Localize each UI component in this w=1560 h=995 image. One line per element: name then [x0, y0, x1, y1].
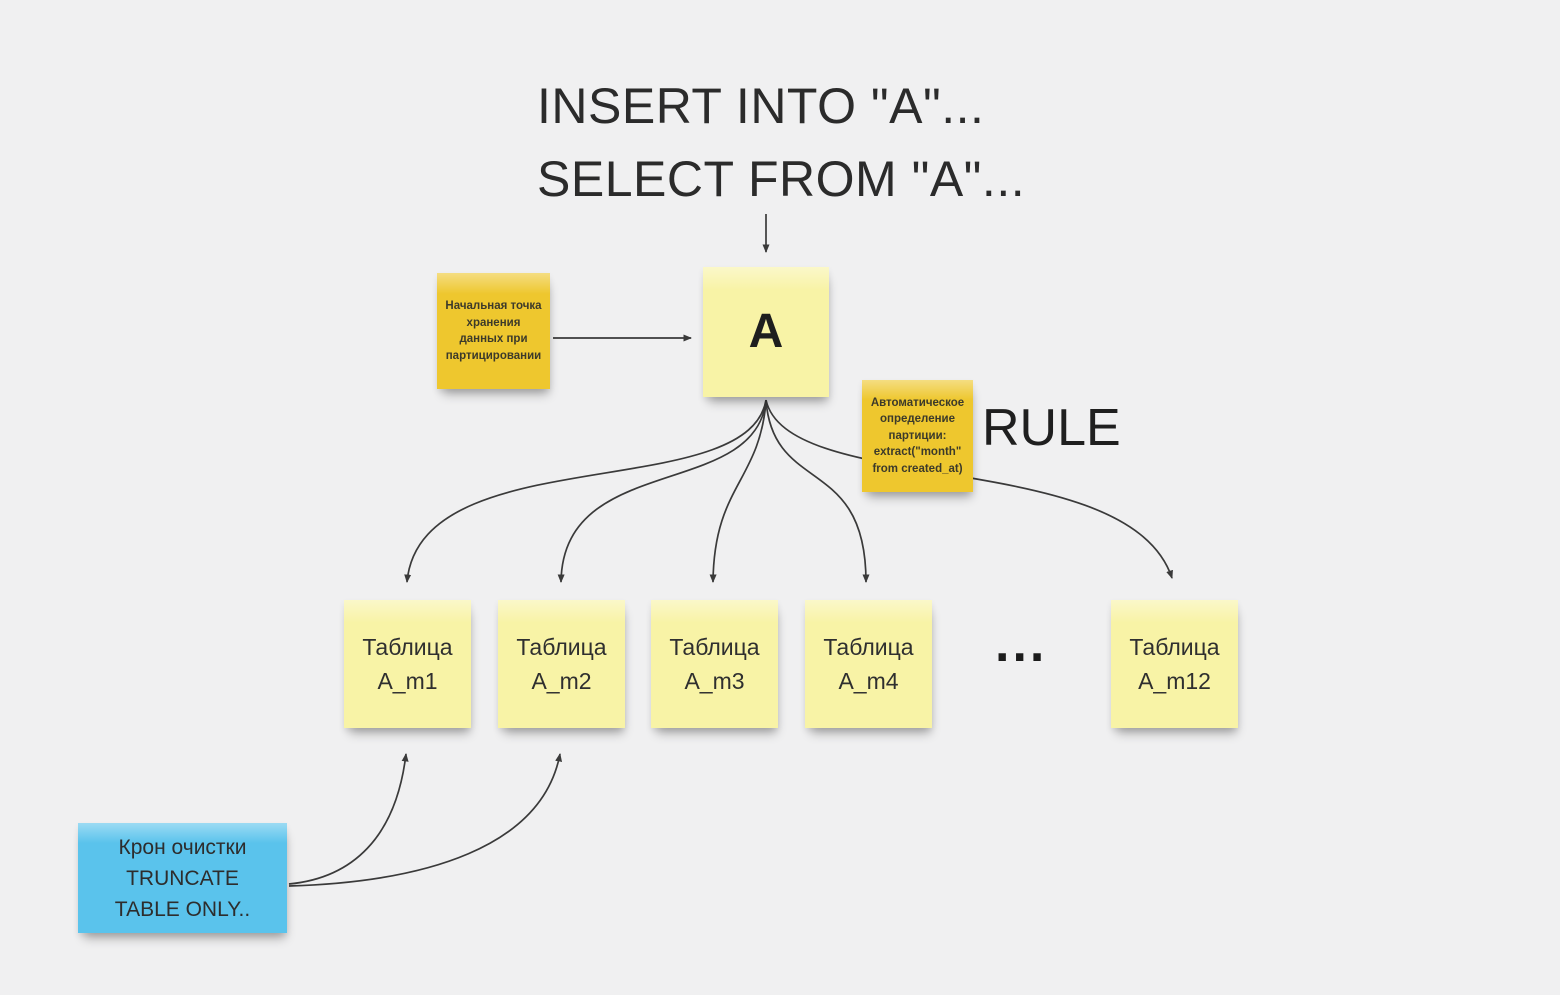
page-title: INSERT INTO "A"... SELECT FROM "A"... — [537, 70, 1025, 216]
rule-label: RULE — [982, 399, 1121, 457]
arrow-a-to-am4 — [765, 400, 870, 583]
sticky-note-root-table-a: A — [703, 267, 829, 397]
title-line-1: INSERT INTO "A"... — [537, 78, 985, 134]
sticky-note-table-a-m2: Таблица A_m2 — [498, 600, 625, 728]
table-a-m1-label: Таблица A_m1 — [362, 634, 453, 694]
arrow-a-to-am1 — [404, 399, 767, 583]
cron-cleanup-text: Крон очистки TRUNCATE TABLE ONLY.. — [114, 835, 251, 921]
sticky-note-table-a-m1: Таблица A_m1 — [344, 600, 471, 728]
table-a-m3-label: Таблица A_m3 — [669, 634, 760, 694]
sticky-note-start-point-annotation: Начальная точка хранения данных при парт… — [437, 273, 550, 389]
sticky-note-cron-cleanup: Крон очистки TRUNCATE TABLE ONLY.. — [78, 823, 287, 933]
sticky-note-table-a-m3: Таблица A_m3 — [651, 600, 778, 728]
sticky-note-table-a-m12: Таблица A_m12 — [1111, 600, 1238, 728]
sticky-note-table-a-m4: Таблица A_m4 — [805, 600, 932, 728]
arrow-cron-to-am2 — [288, 753, 563, 887]
arrow-a-to-am3 — [709, 401, 767, 583]
arrow-a-to-am2 — [557, 400, 767, 583]
root-table-label: A — [748, 305, 784, 358]
more-partitions-ellipsis: ... — [995, 615, 1048, 673]
start-point-annotation-text: Начальная точка хранения данных при парт… — [445, 300, 542, 362]
table-a-m2-label: Таблица A_m2 — [516, 634, 607, 694]
title-line-2: SELECT FROM "A"... — [537, 151, 1026, 207]
arrow-cron-to-am1 — [288, 753, 409, 885]
rule-annotation-text: Автоматическое определение партиции: ext… — [870, 396, 965, 475]
table-a-m4-label: Таблица A_m4 — [823, 634, 914, 694]
table-a-m12-label: Таблица A_m12 — [1129, 634, 1220, 694]
sticky-note-rule-annotation: Автоматическое определение партиции: ext… — [862, 380, 973, 492]
